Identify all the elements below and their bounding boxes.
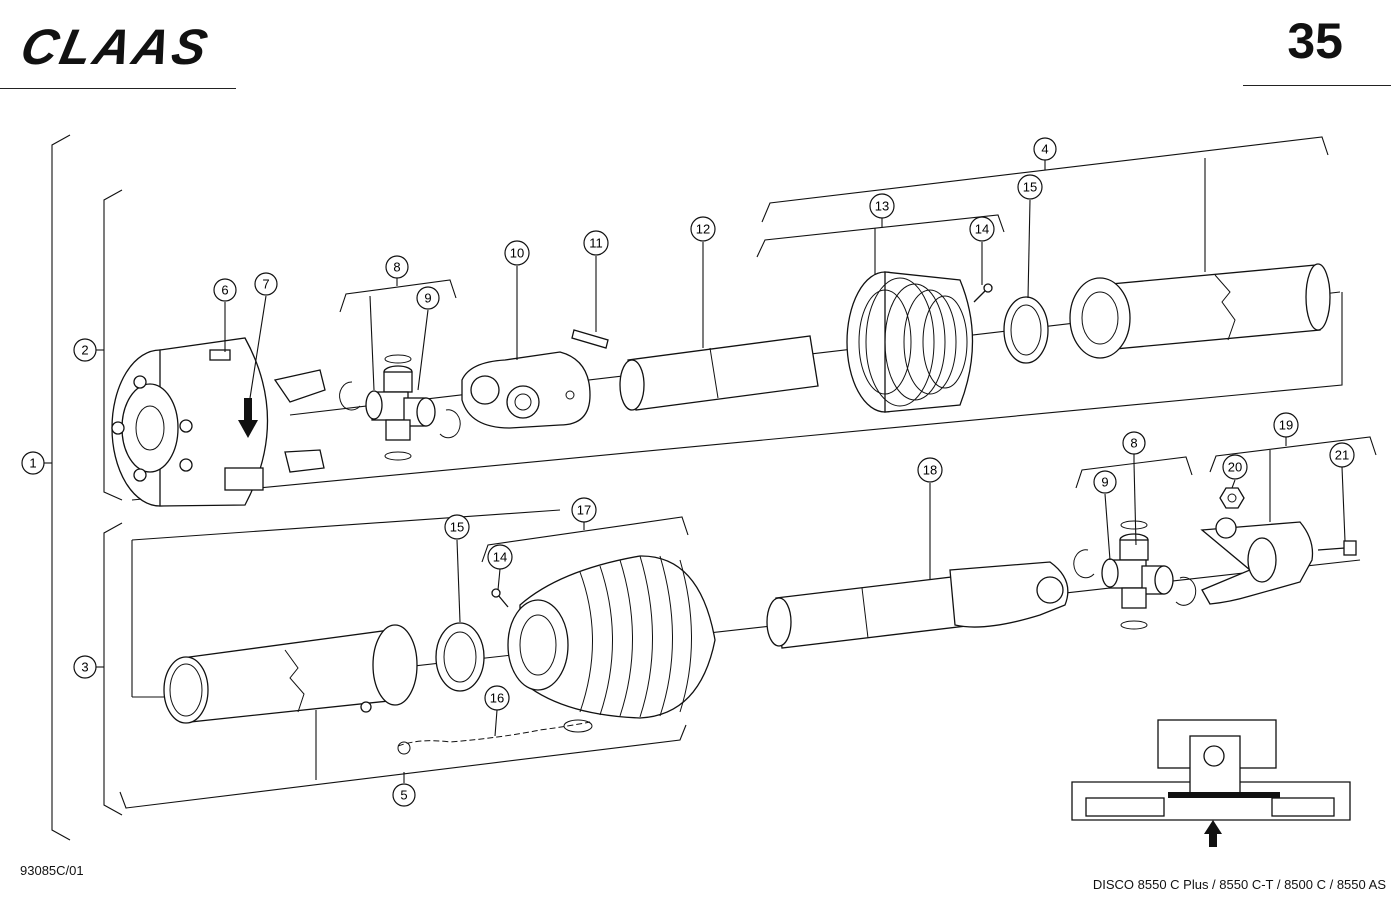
- svg-text:9: 9: [1101, 475, 1108, 490]
- header-rule-left: [0, 88, 236, 89]
- callout-14-bottom: 14: [487, 544, 513, 570]
- callout-18: 18: [917, 457, 943, 483]
- callout-6: 6: [213, 278, 237, 302]
- inner-profile-tube-12: [619, 335, 819, 411]
- svg-text:5: 5: [400, 788, 407, 803]
- bottom-shaft-assembly: [163, 487, 1361, 755]
- svg-text:4: 4: [1041, 142, 1048, 157]
- callout-9-bottom: 9: [1093, 470, 1117, 494]
- screw-14-bottom: [491, 588, 509, 608]
- callout-19: 19: [1273, 412, 1299, 438]
- callout-8-bottom: 8: [1122, 431, 1146, 455]
- frame-top-assembly: [131, 292, 1343, 501]
- svg-text:13: 13: [875, 199, 889, 214]
- callout-15-top: 15: [1017, 174, 1043, 200]
- model-list: DISCO 8550 C Plus / 8550 C-T / 8500 C / …: [1092, 877, 1386, 892]
- top-shaft-assembly: [111, 263, 1341, 507]
- outer-guard-tube-4: [1069, 263, 1331, 359]
- svg-text:15: 15: [450, 520, 464, 535]
- svg-text:9: 9: [424, 291, 431, 306]
- bracket-2: [103, 189, 123, 501]
- svg-text:16: 16: [490, 691, 504, 706]
- callout-13: 13: [869, 193, 895, 219]
- callout-14-top: 14: [969, 216, 995, 242]
- svg-text:11: 11: [589, 236, 603, 251]
- svg-text:21: 21: [1335, 448, 1349, 463]
- callout-7: 7: [254, 272, 278, 296]
- bearing-ring-15-bottom: [435, 622, 485, 692]
- callout-2: 2: [73, 338, 97, 362]
- bracket-1: [51, 134, 71, 841]
- callout-4: 4: [1033, 137, 1057, 161]
- bracket-4: [761, 136, 1329, 223]
- svg-text:15: 15: [1023, 180, 1037, 195]
- universal-joint-cross-8: [339, 354, 461, 461]
- svg-text:12: 12: [696, 222, 710, 237]
- bracket-13: [756, 214, 1005, 258]
- screw-14-top: [973, 283, 993, 303]
- callout-16: 16: [484, 685, 510, 711]
- bracket-5: [119, 724, 687, 809]
- leader-lines: [224, 158, 1346, 780]
- callout-labels: 1 2 3 4 5 6 7 8 9 10 11 12 13 14 15 15 1…: [21, 137, 1355, 807]
- inner-profile-tube-18: [766, 561, 1069, 649]
- svg-text:1: 1: [29, 456, 36, 471]
- svg-text:14: 14: [975, 222, 989, 237]
- page-number: 35: [1287, 13, 1343, 69]
- callout-15-bottom: 15: [444, 514, 470, 540]
- svg-text:3: 3: [81, 660, 88, 675]
- svg-text:18: 18: [923, 463, 937, 478]
- callout-1: 1: [21, 451, 45, 475]
- callout-3: 3: [73, 655, 97, 679]
- svg-text:7: 7: [262, 277, 269, 292]
- bracket-17: [481, 516, 689, 563]
- header-rule-right: [1243, 85, 1391, 86]
- mounting-position-inset: [1071, 719, 1351, 847]
- callout-11: 11: [583, 230, 609, 256]
- guard-cone-17: [507, 555, 716, 719]
- callout-8-top: 8: [385, 255, 409, 279]
- yoke-19: [1200, 517, 1314, 605]
- safety-chain-16: [397, 719, 593, 755]
- callout-5: 5: [392, 783, 416, 807]
- callout-10: 10: [504, 240, 530, 266]
- svg-text:8: 8: [393, 260, 400, 275]
- svg-text:10: 10: [510, 246, 524, 261]
- bracket-8-top: [339, 279, 457, 313]
- spring-pin-11: [571, 329, 609, 349]
- svg-text:20: 20: [1228, 460, 1242, 475]
- bearing-ring-15-top: [1003, 296, 1049, 364]
- callout-9-top: 9: [416, 286, 440, 310]
- svg-text:2: 2: [81, 343, 88, 358]
- callout-20: 20: [1222, 454, 1248, 480]
- universal-joint-cross-8-bottom: [1073, 520, 1197, 630]
- guard-cone-13: [846, 271, 974, 413]
- svg-text:19: 19: [1279, 418, 1293, 433]
- callout-21: 21: [1329, 442, 1355, 468]
- svg-text:14: 14: [493, 550, 507, 565]
- friction-clutch-6: [111, 337, 326, 507]
- bracket-3: [103, 522, 123, 816]
- callout-12: 12: [690, 216, 716, 242]
- drawing-code: 93085C/01: [20, 863, 84, 878]
- callout-17: 17: [571, 497, 597, 523]
- nut-20: [1219, 487, 1245, 509]
- svg-text:17: 17: [577, 503, 591, 518]
- svg-text:6: 6: [221, 283, 228, 298]
- bracket-19: [1209, 436, 1377, 473]
- arrow-7-icon: [238, 398, 258, 438]
- outer-guard-tube-5: [163, 624, 418, 724]
- svg-text:8: 8: [1130, 436, 1137, 451]
- yoke-10: [461, 351, 591, 429]
- bolt-21: [1317, 540, 1357, 556]
